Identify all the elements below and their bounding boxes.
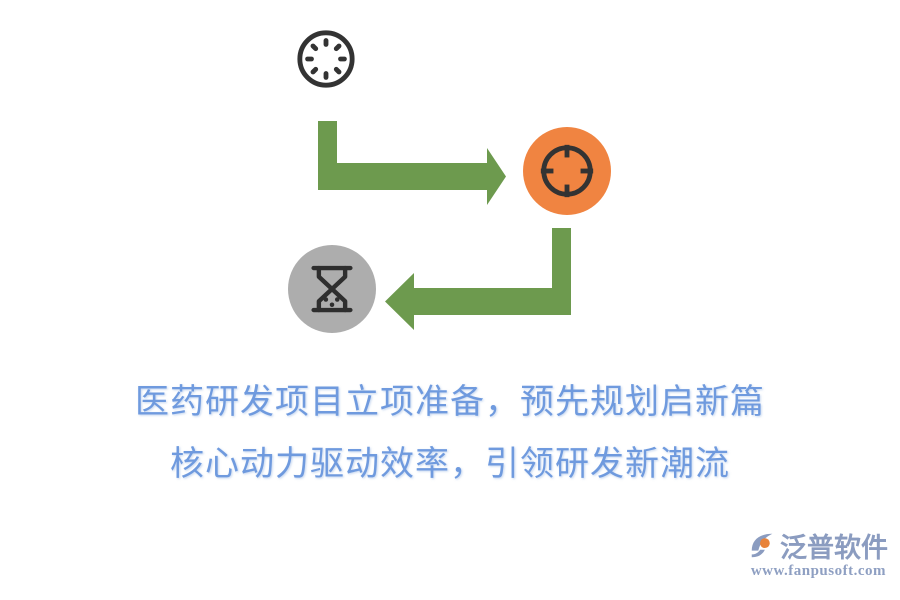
watermark-brand-text: 泛普软件 xyxy=(780,532,888,563)
watermark-brand-row: 泛普软件 xyxy=(748,528,888,563)
caption-line-1: 医药研发项目立项准备，预先规划启新篇 xyxy=(135,384,765,421)
flow-diagram xyxy=(279,12,611,333)
caption-block: 医药研发项目立项准备，预先规划启新篇 核心动力驱动效率，引领研发新潮流 xyxy=(0,372,900,496)
connector-target-to-wait xyxy=(385,228,571,330)
target-icon xyxy=(540,144,594,198)
fanpu-logo-icon xyxy=(751,533,773,558)
watermark-url: www.fanpusoft.com xyxy=(750,563,886,579)
flow-connectors xyxy=(318,121,571,330)
node-target[interactable] xyxy=(523,127,611,215)
node-start[interactable] xyxy=(279,12,372,105)
node-wait[interactable] xyxy=(288,245,376,333)
hourglass-icon xyxy=(311,265,353,313)
spinner-icon xyxy=(296,29,355,88)
caption-line-2: 核心动力驱动效率，引领研发新潮流 xyxy=(170,446,730,483)
connector-start-to-target xyxy=(318,121,506,205)
watermark: 泛普软件 www.fanpusoft.com xyxy=(748,528,888,590)
